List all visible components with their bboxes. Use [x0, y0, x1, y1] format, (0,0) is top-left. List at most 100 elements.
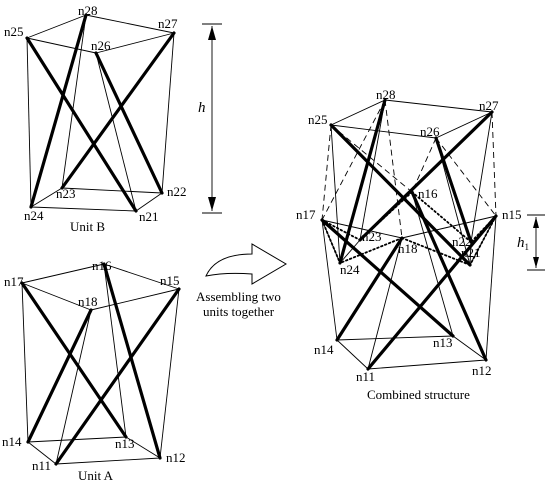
unit-b-strut — [60, 31, 176, 190]
combined-cable — [330, 124, 437, 139]
combined-dotted-cable — [469, 215, 497, 266]
combined-dotted-cable — [321, 219, 341, 264]
combined-strut — [338, 98, 387, 265]
node-label: n24 — [340, 262, 360, 277]
unit-a-top-edge — [21, 282, 92, 311]
curved-arrow-icon — [205, 243, 287, 285]
combined-structure: n25 n28 n27 n26 n16 n17 n15 n23 n18 n22 … — [296, 87, 522, 402]
combined-dotted-cable — [321, 219, 361, 241]
combined-cable — [339, 239, 361, 264]
combined-cable — [435, 111, 493, 139]
unit-b-bottom-edge — [135, 192, 163, 212]
node-label: n21 — [461, 245, 481, 260]
unit-b-vertical-cable — [26, 37, 32, 208]
combined-cable — [359, 99, 386, 241]
combined-dashed-cable — [330, 124, 413, 193]
combined-strut — [358, 110, 494, 242]
node-label: n25 — [308, 112, 328, 127]
arrowhead-icon — [533, 257, 539, 268]
node-label: n22 — [167, 184, 187, 199]
node-label: n15 — [160, 273, 180, 288]
node-label: n27 — [479, 98, 499, 113]
node-label: n11 — [32, 458, 51, 473]
combined-cable — [321, 219, 338, 341]
unit-b-strut — [25, 36, 138, 213]
unit-a-bottom-edge — [27, 436, 127, 443]
combined-cable — [330, 124, 341, 264]
arrowhead-icon — [208, 197, 216, 211]
arrowhead-icon — [533, 217, 539, 228]
combined-cable — [452, 335, 487, 361]
combined-cable — [485, 215, 497, 361]
node-label: n26 — [91, 38, 111, 53]
unit-b: n25 n28 n27 n26 n23 n22 n24 n21 Unit B — [4, 3, 187, 234]
unit-b-bottom-edge — [30, 187, 63, 208]
unit-a-top-edge — [21, 263, 105, 284]
unit-b-caption: Unit B — [70, 219, 105, 234]
combined-cable — [367, 237, 403, 370]
h-label: h — [198, 100, 206, 116]
combined-dashed-cable — [491, 111, 497, 217]
node-label: n23 — [56, 186, 76, 201]
arrowhead-icon — [208, 26, 216, 40]
node-label: n18 — [78, 294, 98, 309]
height-dimension-h: h — [198, 23, 222, 214]
unit-a-strut — [102, 262, 162, 460]
unit-b-vertical-cable — [95, 52, 137, 212]
node-label: n16 — [418, 186, 438, 201]
unit-a-vertical-cable — [103, 263, 127, 438]
unit-b-top-edge — [85, 14, 175, 34]
unit-a-top-edge — [103, 263, 180, 290]
combined-dashed-cable — [321, 99, 386, 221]
unit-b-strut — [29, 13, 88, 209]
node-label: n26 — [420, 124, 440, 139]
unit-a-vertical-cable — [55, 309, 92, 465]
combined-strut — [335, 236, 404, 342]
node-label: n12 — [166, 450, 186, 465]
node-label: n13 — [115, 436, 135, 451]
combined-strut — [329, 123, 472, 267]
unit-b-top-edge — [26, 14, 87, 39]
combined-dashed-cable — [384, 99, 403, 239]
node-label: n11 — [356, 369, 375, 384]
unit-a-caption: Unit A — [78, 468, 114, 483]
unit-b-vertical-cable — [161, 32, 175, 194]
combined-cable — [470, 111, 493, 243]
combined-cable — [336, 339, 369, 370]
unit-a-bottom-edge — [27, 441, 57, 465]
combined-cable — [367, 359, 487, 370]
combined-strut — [320, 218, 455, 338]
combined-cable — [411, 191, 454, 337]
unit-a-strut — [54, 287, 181, 466]
node-label: n14 — [2, 434, 22, 449]
combined-cable — [401, 215, 497, 239]
unit-a: n17 n16 n15 n18 n14 n13 n11 n12 Unit A — [2, 258, 186, 483]
unit-b-top-edge — [95, 32, 175, 54]
node-label: n17 — [4, 274, 24, 289]
unit-a-bottom-edge — [125, 436, 161, 459]
node-label: n23 — [362, 229, 382, 244]
combined-dashed-cable — [435, 137, 497, 217]
node-label: n25 — [4, 24, 24, 39]
unit-a-top-edge — [90, 288, 180, 311]
node-label: n24 — [24, 208, 44, 223]
height-dimension-h1: h1 — [517, 214, 545, 271]
combined-dotted-cable — [411, 191, 472, 243]
node-label: n15 — [502, 207, 522, 222]
assembling-caption-line1: Assembling two — [196, 289, 281, 304]
combined-dashed-cable — [321, 124, 332, 221]
node-label: n22 — [452, 234, 472, 249]
unit-a-vertical-cable — [21, 282, 29, 443]
unit-b-strut — [94, 51, 164, 195]
node-label: n18 — [398, 241, 418, 256]
node-label: n13 — [433, 335, 453, 350]
node-label: n17 — [296, 207, 316, 222]
combined-strut — [410, 190, 488, 362]
unit-a-vertical-cable — [159, 288, 180, 459]
node-label: n28 — [78, 3, 98, 18]
node-label: n21 — [139, 209, 159, 224]
unit-a-strut — [26, 308, 93, 444]
node-label: n16 — [92, 258, 112, 273]
combined-cable — [384, 99, 493, 113]
